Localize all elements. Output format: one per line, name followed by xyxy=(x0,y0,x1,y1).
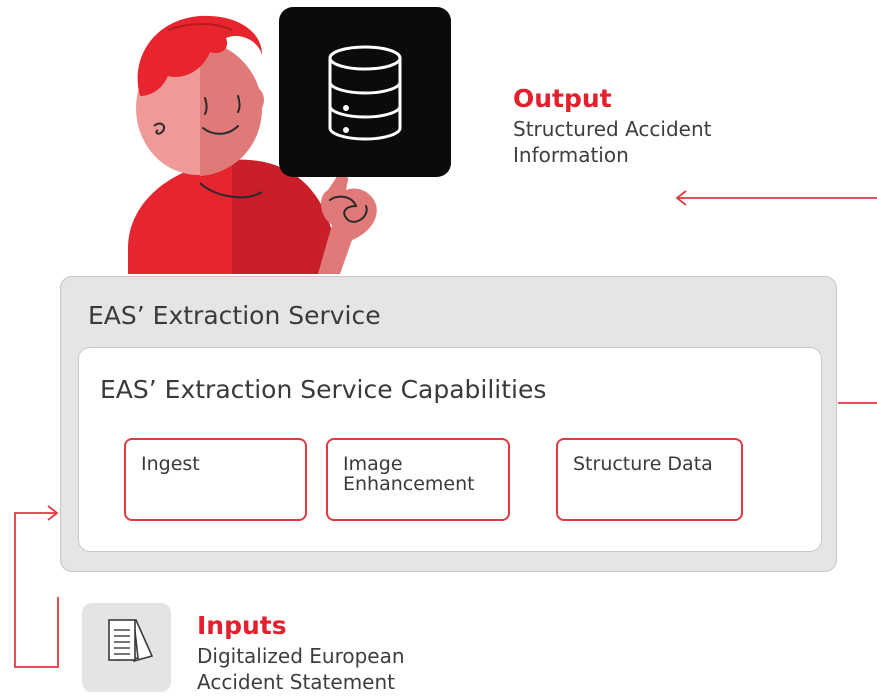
capability-label: Structure Data xyxy=(573,453,713,475)
inputs-heading: Inputs xyxy=(197,611,287,640)
output-heading: Output xyxy=(513,84,612,113)
capability-label: Ingest xyxy=(141,453,200,475)
capability-label: Image Enhancement xyxy=(343,453,475,495)
inputs-description: Digitalized European Accident Statement xyxy=(197,644,405,694)
capabilities-title: EAS’ Extraction Service Capabilities xyxy=(100,375,547,404)
output-description: Structured Accident Information xyxy=(513,117,712,167)
extraction-service-title: EAS’ Extraction Service xyxy=(88,301,381,330)
capability-structure-data: Structure Data xyxy=(556,438,743,521)
capability-ingest: Ingest xyxy=(124,438,307,521)
capability-image-enhancement: Image Enhancement xyxy=(326,438,510,521)
